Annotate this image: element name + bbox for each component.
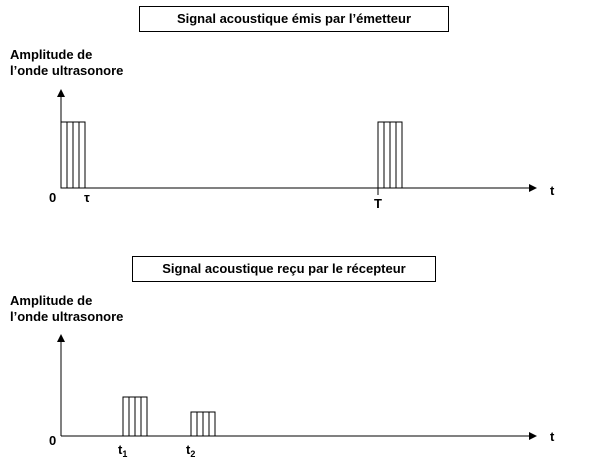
pulse xyxy=(196,411,204,437)
pulse xyxy=(377,121,385,189)
receiver-t1-sub: 1 xyxy=(122,449,128,459)
receiver-t1-main: t xyxy=(118,442,123,457)
receiver-t2-main: t xyxy=(186,442,191,457)
pulse xyxy=(395,121,403,189)
receiver-burst-2 xyxy=(190,411,216,437)
pulse xyxy=(389,121,397,189)
emitter-T-label: T xyxy=(374,196,382,211)
emitter-tau-label: τ xyxy=(84,190,90,205)
emitter-ylabel-line2: l’onde ultrasonore xyxy=(10,63,124,78)
pulse xyxy=(190,411,198,437)
emitter-ylabel: Amplitude de l’onde ultrasonore xyxy=(10,47,123,79)
receiver-origin-label: 0 xyxy=(49,433,57,448)
receiver-title: Signal acoustique reçu par le récepteur xyxy=(132,256,436,282)
pulse xyxy=(72,121,80,189)
pulse xyxy=(383,121,391,189)
receiver-t2-label: t2 xyxy=(186,442,196,459)
receiver-t1-label: t1 xyxy=(118,442,128,459)
receiver-x-label: t xyxy=(550,429,555,444)
receiver-ylabel-line2: l’onde ultrasonore xyxy=(10,309,124,324)
emitter-origin-label: 0 xyxy=(49,190,57,205)
pulse xyxy=(208,411,216,437)
pulse xyxy=(66,121,74,189)
pulse xyxy=(128,396,136,437)
pulse xyxy=(134,396,142,437)
pulse xyxy=(202,411,210,437)
receiver-ylabel-line1: Amplitude de xyxy=(10,293,93,308)
receiver-t2-sub: 2 xyxy=(190,449,196,459)
emitter-burst-2 xyxy=(377,121,403,189)
pulse xyxy=(122,396,130,437)
emitter-x-label: t xyxy=(550,183,555,198)
emitter-title: Signal acoustique émis par l’émetteur xyxy=(139,6,449,32)
emitter-burst-1 xyxy=(60,121,86,189)
receiver-burst-1 xyxy=(122,396,148,437)
emitter-ylabel-line1: Amplitude de xyxy=(10,47,93,62)
pulse xyxy=(60,121,68,189)
receiver-ylabel: Amplitude de l’onde ultrasonore xyxy=(10,293,123,325)
pulse xyxy=(140,396,148,437)
pulse xyxy=(78,121,86,189)
